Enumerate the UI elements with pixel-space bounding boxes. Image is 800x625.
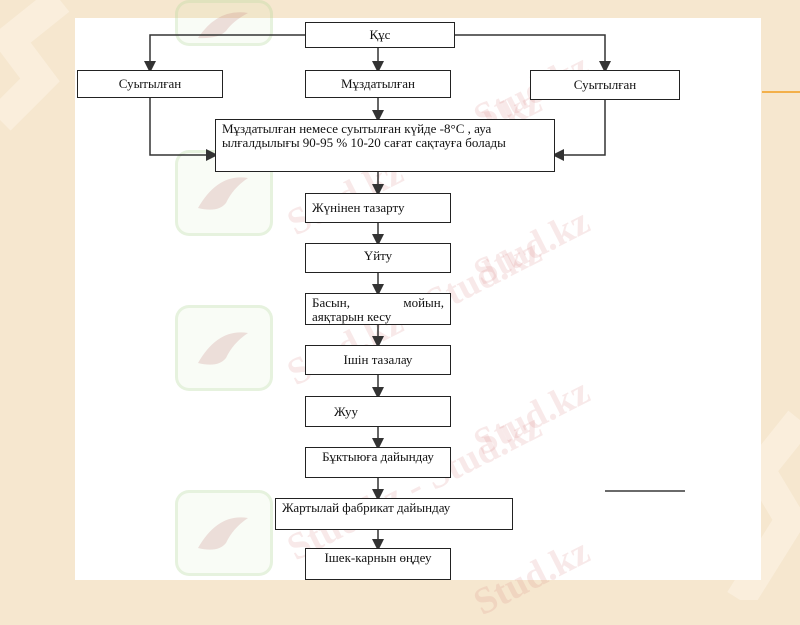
node-feather-clean: Жүнінен тазарту xyxy=(305,193,451,223)
node-gut: Ішін тазалау xyxy=(305,345,451,375)
flow-connectors xyxy=(144,34,611,551)
node-pack-prep: Бұктыюға дайындау xyxy=(305,447,451,478)
accent-line xyxy=(762,91,800,93)
watermark-logo-icon xyxy=(175,150,273,236)
connector-source-right xyxy=(455,34,611,73)
watermark-logo-icon xyxy=(175,305,273,391)
node-cooled-left: Суытылған xyxy=(77,70,223,98)
node-semi-product: Жартылай фабрикат дайындау xyxy=(275,498,513,530)
watermark-logo-icon xyxy=(175,490,273,576)
connector-source-left xyxy=(144,34,305,73)
scan-artifact-line xyxy=(605,490,685,492)
node-storage: Мұздатылған немесе суытылған күйде -8°С … xyxy=(215,119,555,172)
node-offal: Ішек-карнын өңдеу xyxy=(305,548,451,580)
node-frozen: Мұздатылған xyxy=(305,70,451,98)
connector-right-storage xyxy=(552,98,606,161)
node-wash: Жуу xyxy=(305,396,451,427)
node-cooled-right: Суытылған xyxy=(530,70,680,100)
watermark-logo-icon xyxy=(175,0,273,46)
node-source: Құс xyxy=(305,22,455,48)
connector-left-storage xyxy=(149,98,218,161)
node-singe: Үйту xyxy=(305,243,451,273)
node-cut: Басын, мойын, аяқтарын кесу xyxy=(305,293,451,325)
